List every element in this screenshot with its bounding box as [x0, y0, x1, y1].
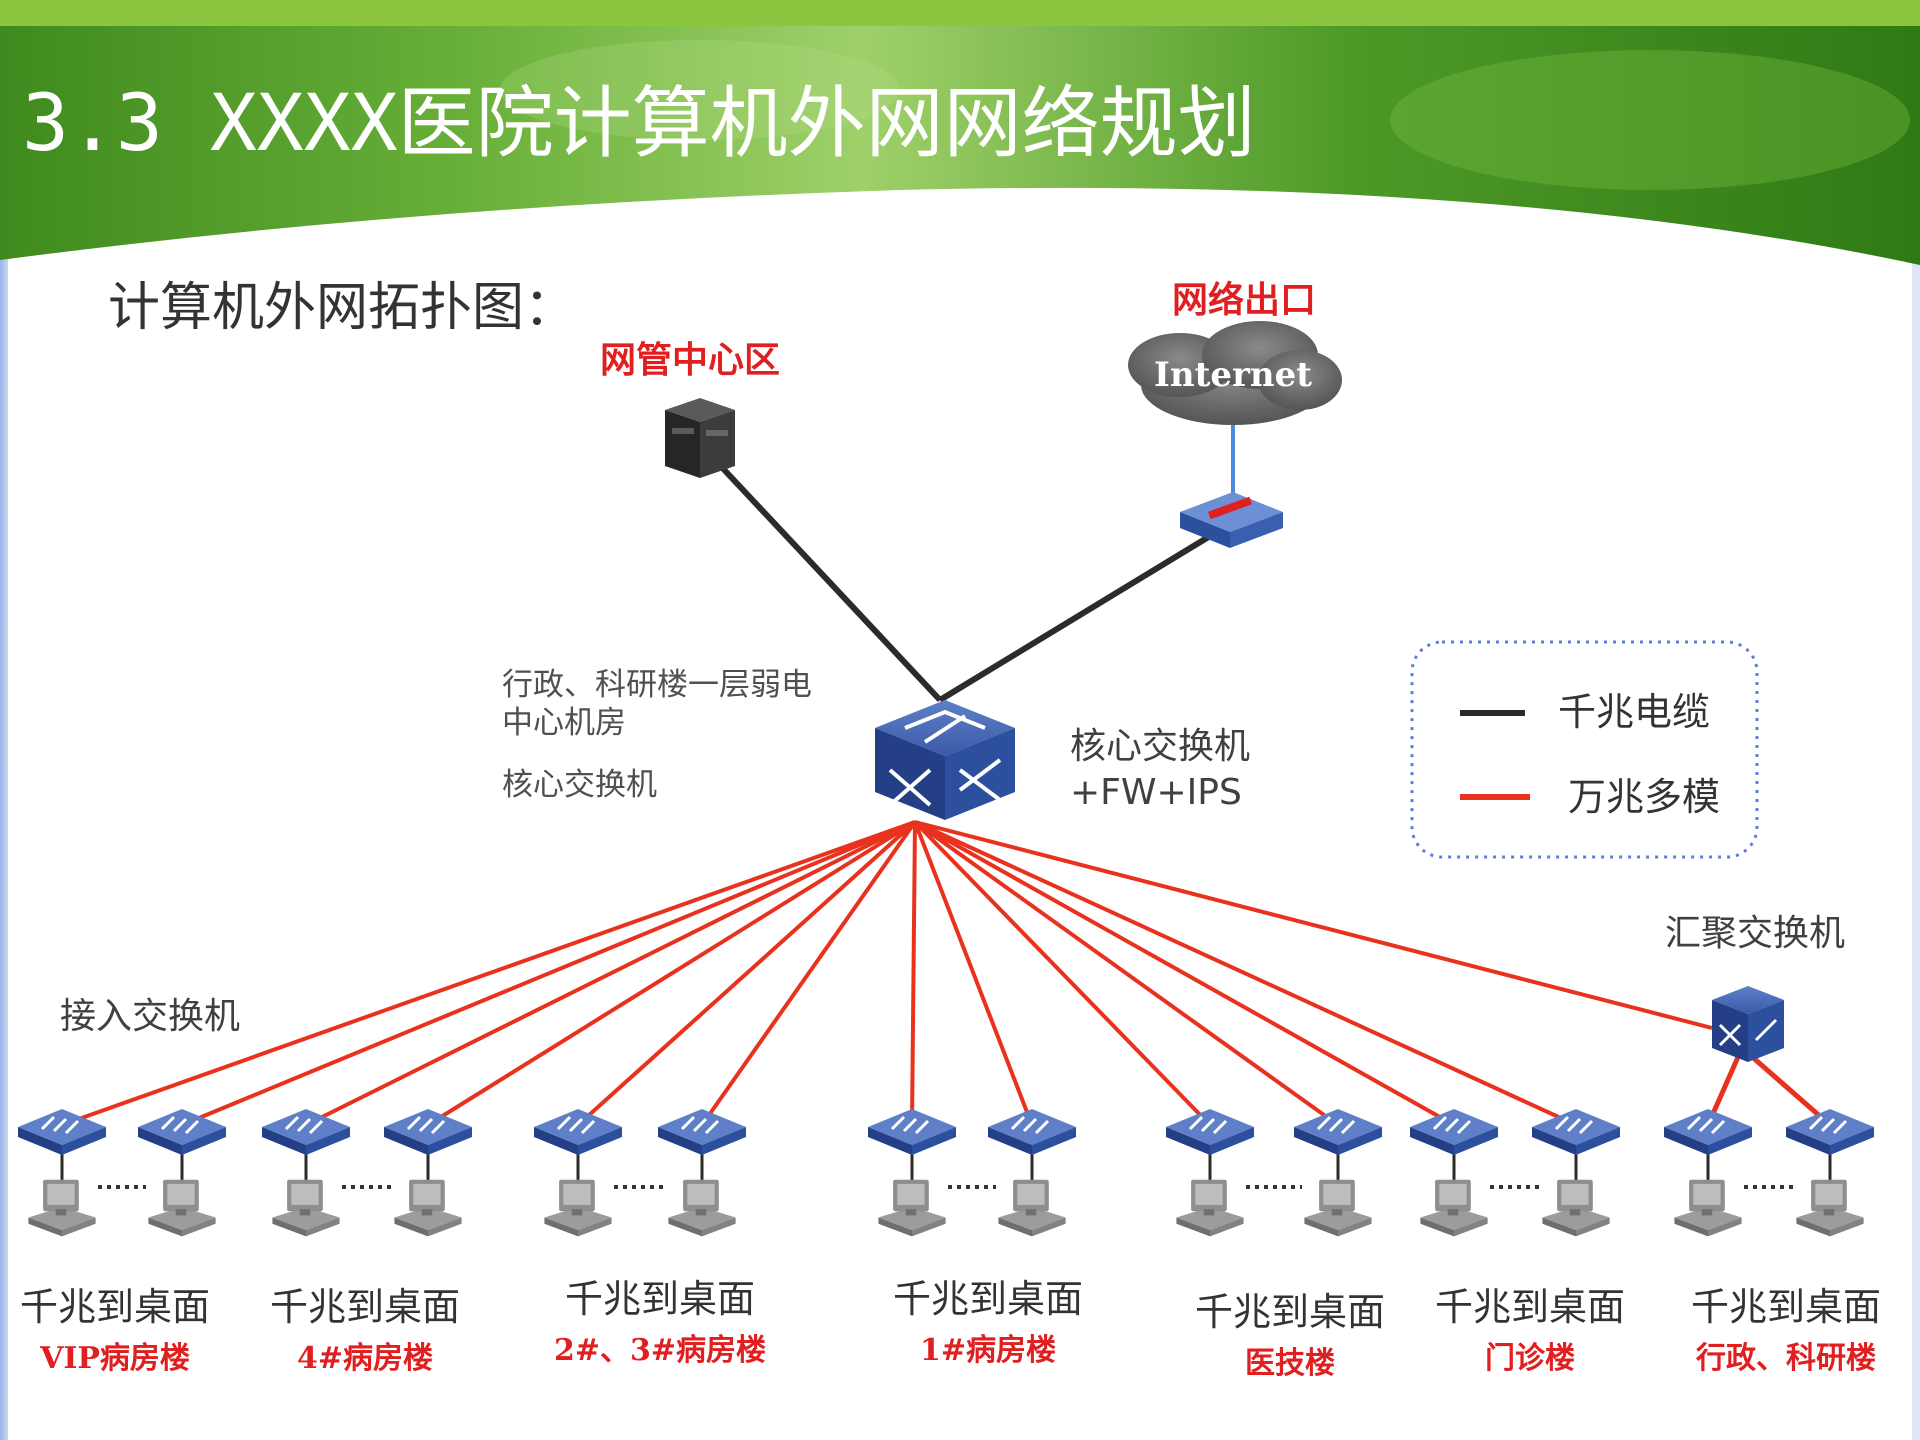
- access-switch-icon: [262, 1109, 350, 1155]
- access-switch-icon: [1294, 1109, 1382, 1155]
- diagram-subtitle: 计算机外网拓扑图：: [108, 278, 576, 338]
- core-security-label: +FW+IPS: [1070, 772, 1242, 813]
- desktop-speed-label: 千兆到桌面: [1435, 1285, 1625, 1329]
- fiber-link: [913, 820, 1212, 1127]
- core-location-line-1: 行政、科研楼一层弱电: [502, 667, 812, 703]
- access-switch-icon: [1786, 1109, 1874, 1155]
- access-switch-icon: [988, 1109, 1076, 1155]
- access-switch-icon: [868, 1109, 956, 1155]
- building-label: 1#病房楼: [920, 1333, 1056, 1368]
- building-label: VIP病房楼: [39, 1341, 190, 1376]
- fiber-link: [913, 821, 1034, 1126]
- access-layer: 千兆到桌面 VIP病房楼 千兆到桌面 4#病房楼 千兆到桌面 2#、3#病房楼 千兆到桌面 1…: [18, 1109, 1881, 1381]
- access-switch-icon: [1410, 1109, 1498, 1155]
- access-switch-icon: [384, 1109, 472, 1155]
- building-label: 门诊楼: [1485, 1341, 1575, 1376]
- access-switch-icon: [658, 1109, 746, 1155]
- core-switch-icon: [875, 700, 1015, 820]
- fiber-link: [305, 820, 916, 1127]
- fiber-link: [426, 820, 917, 1127]
- link-core-firewall: [938, 527, 1222, 703]
- egress-label: 网络出口: [1172, 279, 1316, 321]
- firewall-icon: [1180, 492, 1283, 548]
- legend-copper-label: 千兆电缆: [1558, 690, 1710, 734]
- desktop-speed-label: 千兆到桌面: [20, 1285, 210, 1329]
- core-switch-label: 核心交换机: [1070, 726, 1250, 767]
- access-switch-icon: [1664, 1109, 1752, 1155]
- fiber-link: [910, 821, 917, 1126]
- nms-label: 网管中心区: [600, 340, 780, 381]
- fiber-link: [913, 820, 1340, 1127]
- access-switch-label: 接入交换机: [60, 996, 240, 1037]
- nms-server-icon: [665, 398, 735, 478]
- aggregation-switch-label: 汇聚交换机: [1665, 913, 1845, 954]
- legend: 千兆电缆 万兆多模: [1410, 640, 1759, 859]
- access-switch-icon: [1532, 1109, 1620, 1155]
- fiber-links: [61, 820, 1832, 1127]
- fiber-link: [1740, 1046, 1832, 1127]
- top-accent-bar: [0, 0, 1920, 26]
- desktop-speed-label: 千兆到桌面: [1691, 1285, 1881, 1329]
- building-label: 医技楼: [1245, 1346, 1335, 1381]
- building-label: 行政、科研楼: [1695, 1341, 1876, 1376]
- building-label: 4#病房楼: [297, 1341, 433, 1376]
- legend-fiber-label: 万兆多模: [1568, 775, 1720, 819]
- aggregation-switch-icon: [1712, 986, 1784, 1062]
- fiber-link: [914, 820, 1577, 1127]
- building-label: 2#、3#病房楼: [554, 1333, 766, 1368]
- access-switch-icon: [138, 1109, 226, 1155]
- access-switch-icon: [1166, 1109, 1254, 1155]
- fiber-link: [576, 820, 917, 1127]
- core-location-line-2: 中心机房: [502, 705, 626, 741]
- fiber-link: [700, 820, 917, 1127]
- internet-label: Internet: [1154, 355, 1312, 395]
- link-core-nms: [712, 457, 943, 703]
- access-switch-icon: [18, 1109, 106, 1155]
- legend-box: [1410, 640, 1759, 859]
- desktop-speed-label: 千兆到桌面: [1195, 1290, 1385, 1334]
- desktop-speed-label: 千兆到桌面: [893, 1277, 1083, 1321]
- fiber-link: [181, 820, 916, 1127]
- core-location-role: 核心交换机: [502, 767, 657, 803]
- fiber-link-aggregation: [914, 820, 1713, 1030]
- slide-title: 3.3 XXXX医院计算机外网网络规划: [22, 79, 1256, 169]
- desktop-speed-label: 千兆到桌面: [565, 1277, 755, 1321]
- access-switch-icon: [534, 1109, 622, 1155]
- fiber-link: [914, 820, 1455, 1127]
- title-banner: [0, 22, 1920, 265]
- desktop-speed-label: 千兆到桌面: [270, 1285, 460, 1329]
- internet-cloud-icon: [1128, 321, 1342, 425]
- fiber-link: [61, 820, 916, 1127]
